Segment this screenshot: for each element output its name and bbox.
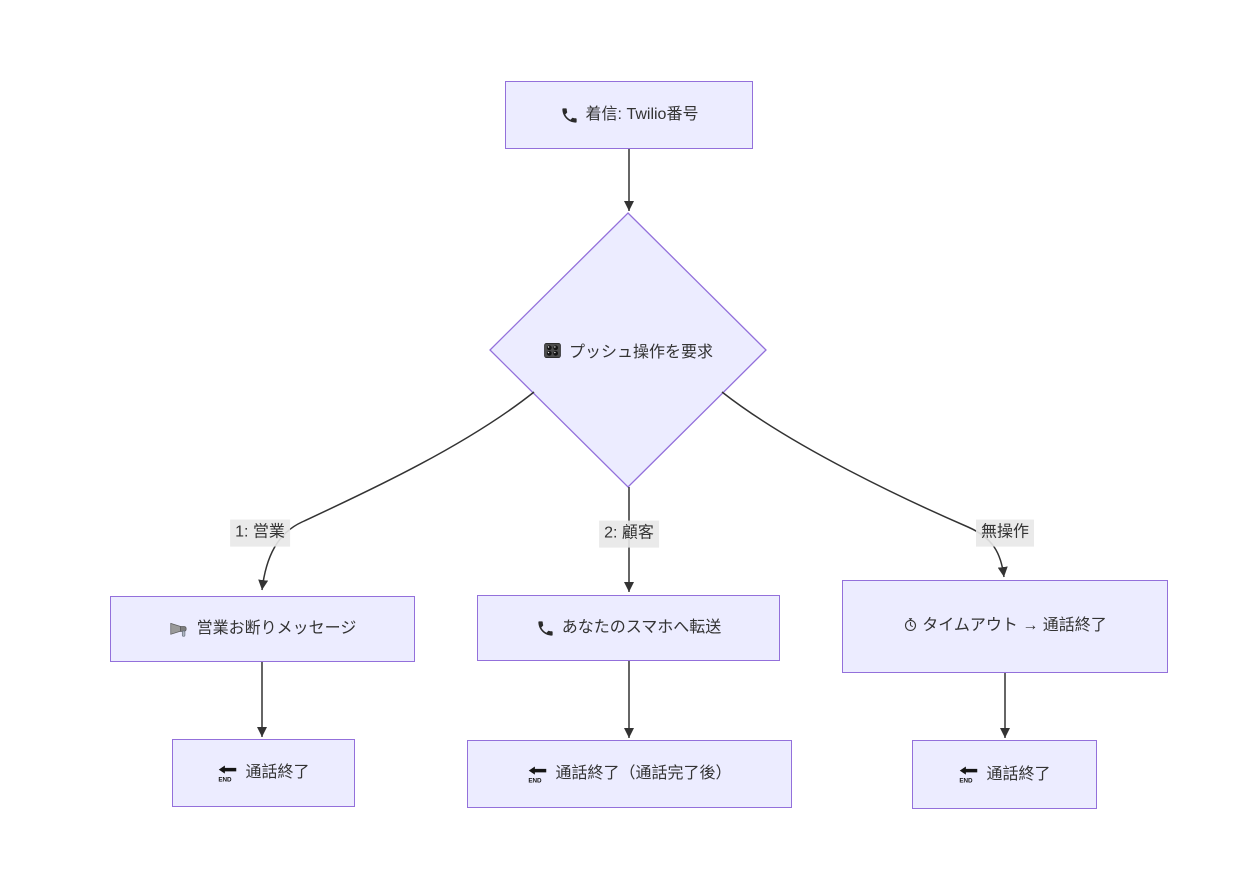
phone-icon	[536, 619, 555, 638]
timer-icon	[903, 617, 918, 632]
node-end-call-timeout: END 通話終了	[912, 740, 1097, 809]
node-end-call-sales: END 通話終了	[172, 739, 355, 807]
end-icon: END	[217, 763, 238, 784]
edge-decision-to-timeout	[721, 391, 1008, 578]
svg-text:END: END	[960, 777, 974, 784]
node-label: 通話終了	[986, 765, 1051, 783]
node-sales-reject-message: 営業お断りメッセージ	[110, 596, 415, 662]
node-label: 通話終了	[245, 764, 310, 781]
edge-decision-to-sales	[258, 391, 535, 591]
phone-icon	[560, 106, 579, 125]
node-end-call-forward: END 通話終了（通話完了後）	[467, 740, 792, 808]
node-label: 着信: Twilio番号	[585, 106, 699, 123]
node-label: 通話終了（通話完了後）	[555, 765, 732, 782]
decision-diamond-shape	[489, 212, 767, 488]
edge-label-press-1: 1: 営業	[230, 519, 290, 547]
node-label: あなたのスマホへ転送	[561, 619, 722, 636]
edge-label-no-input: 無操作	[975, 519, 1035, 547]
node-label: タイムアウト → 通話終了	[922, 617, 1107, 635]
svg-text:END: END	[219, 776, 233, 783]
end-icon: END	[958, 764, 979, 785]
node-timeout-end: タイムアウト → 通話終了	[842, 580, 1168, 673]
end-icon: END	[527, 764, 548, 785]
node-incoming-call: 着信: Twilio番号	[505, 81, 753, 149]
node-label: 営業お断りメッセージ	[196, 620, 357, 637]
svg-text:END: END	[529, 777, 543, 784]
edge-label-press-2: 2: 顧客	[599, 520, 659, 548]
node-forward-to-phone: あなたのスマホへ転送	[477, 595, 780, 661]
decision-push-prompt: プッシュ操作を要求	[543, 338, 713, 362]
keypad-icon	[543, 341, 562, 360]
megaphone-icon	[169, 619, 190, 640]
decision-label: プッシュ操作を要求	[568, 344, 714, 361]
